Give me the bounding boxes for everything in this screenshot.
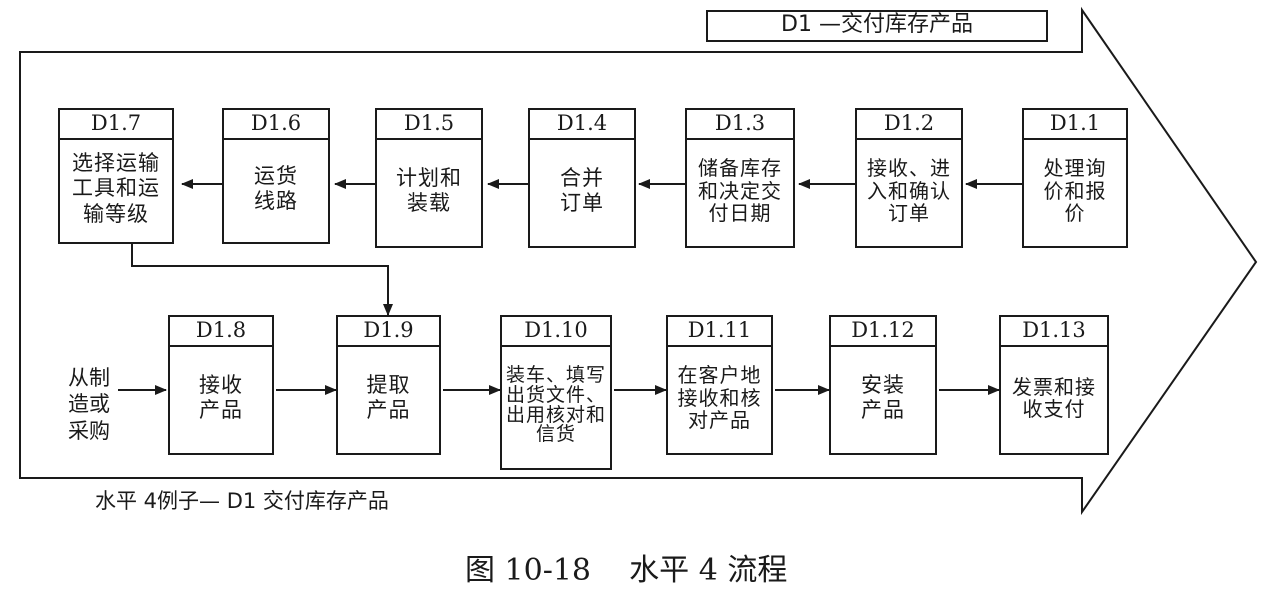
process-text: 接收产品: [199, 372, 243, 422]
example-label: 水平 4例子— D1 交付库存产品: [95, 489, 389, 513]
process-id: D1.6: [224, 110, 328, 140]
arrow-d1-7-to-d1-9: [131, 244, 393, 316]
process-text: 计划和装载: [396, 165, 462, 215]
process-box-d1-7: D1.7 选择运输工具和运输等级: [58, 108, 174, 244]
process-text: 在客户地接收和核对产品: [677, 363, 762, 433]
process-box-d1-12: D1.12 安装产品: [829, 315, 937, 455]
process-box-d1-13: D1.13 发票和接收支付: [999, 315, 1109, 455]
process-id: D1.3: [687, 110, 793, 140]
figure-caption: 图 10-18 水平 4 流程: [465, 553, 788, 588]
process-box-d1-3: D1.3 储备库存和决定交付日期: [685, 108, 795, 248]
diagram-title: D1 —交付库存产品: [706, 10, 1048, 42]
process-id: D1.4: [530, 110, 634, 140]
process-box-d1-5: D1.5 计划和装载: [375, 108, 483, 248]
process-box-d1-6: D1.6 运货线路: [222, 108, 330, 244]
process-text: 装车、填写出货文件、出用核对和信货: [506, 363, 606, 446]
process-id: D1.12: [831, 317, 935, 347]
process-box-d1-8: D1.8 接收产品: [168, 315, 274, 455]
process-text: 发票和接收支付: [1012, 374, 1096, 421]
process-text: 提取产品: [366, 372, 411, 422]
process-text: 处理询价和报价: [1043, 156, 1107, 226]
process-text: 选择运输工具和运输等级: [72, 151, 160, 226]
process-id: D1.1: [1024, 110, 1126, 140]
process-text: 合并订单: [560, 165, 604, 215]
process-box-d1-2: D1.2 接收、进入和确认订单: [855, 108, 963, 248]
process-text: 运货线路: [254, 163, 298, 213]
process-box-d1-10: D1.10 装车、填写出货文件、出用核对和信货: [500, 315, 612, 470]
big-outline-arrow: [19, 6, 1258, 516]
process-box-d1-9: D1.9 提取产品: [336, 315, 441, 455]
process-box-d1-4: D1.4 合并订单: [528, 108, 636, 248]
process-box-d1-1: D1.1 处理询价和报价: [1022, 108, 1128, 248]
process-text: 接收、进入和确认订单: [867, 156, 951, 226]
process-text: 安装产品: [861, 372, 905, 422]
process-id: D1.9: [338, 317, 439, 347]
process-box-d1-11: D1.11 在客户地接收和核对产品: [666, 315, 773, 455]
process-id: D1.10: [502, 317, 610, 347]
process-id: D1.7: [60, 110, 172, 140]
process-text: 储备库存和决定交付日期: [698, 156, 782, 226]
process-id: D1.11: [668, 317, 771, 347]
process-id: D1.5: [377, 110, 481, 140]
process-id: D1.8: [170, 317, 272, 347]
process-id: D1.13: [1001, 317, 1107, 347]
process-id: D1.2: [857, 110, 961, 140]
source-label: 从制造或采购: [68, 366, 110, 443]
